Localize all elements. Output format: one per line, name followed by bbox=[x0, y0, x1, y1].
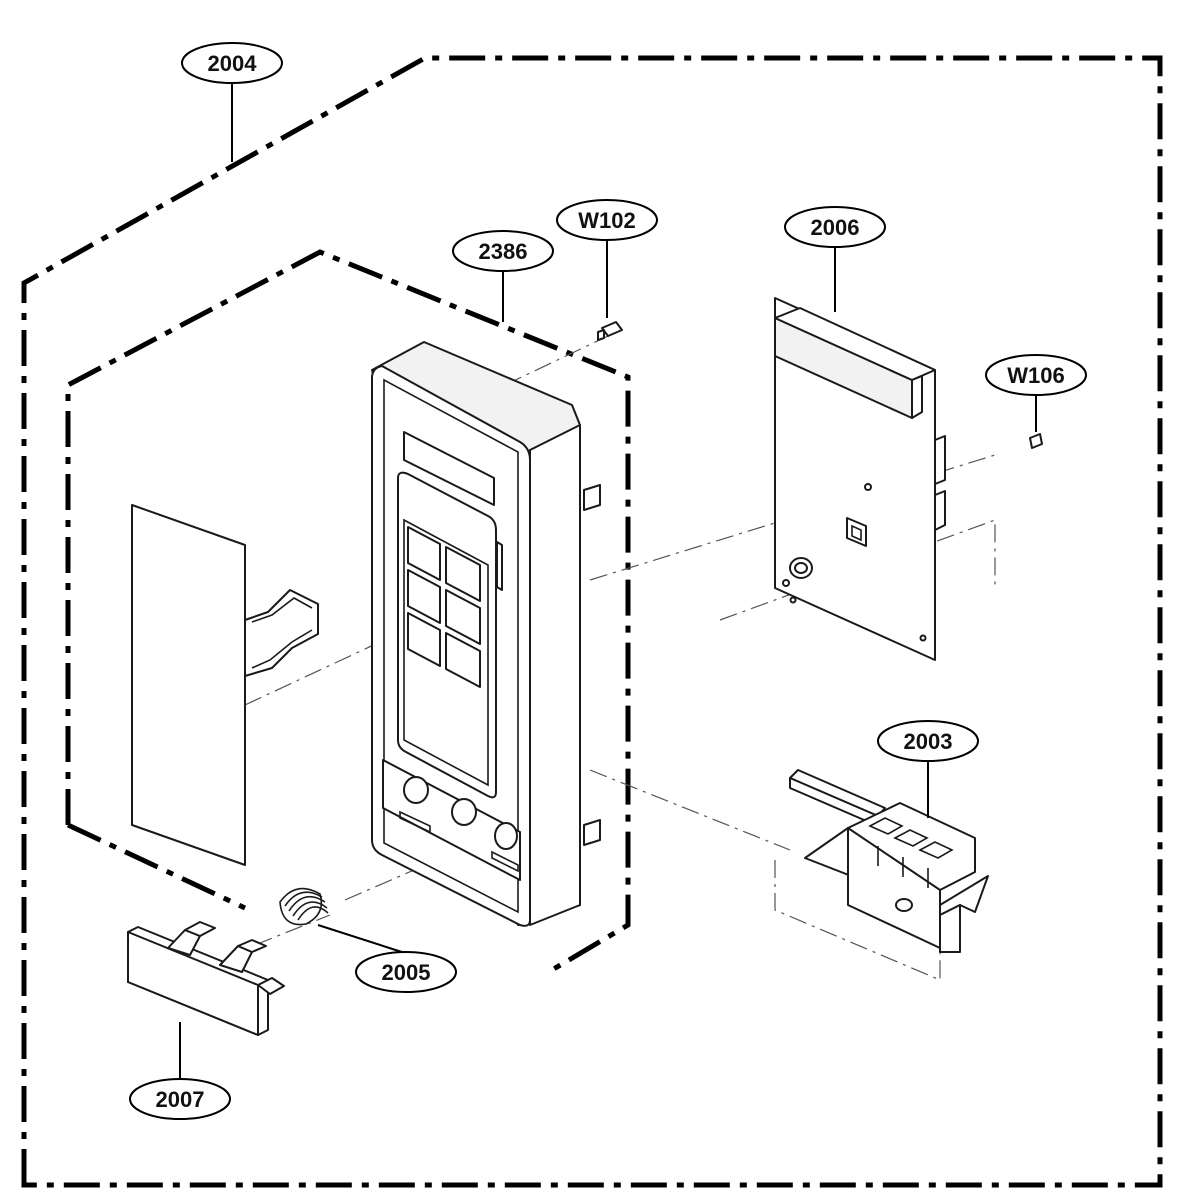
inner-assembly-boundary-bottom bbox=[66, 822, 247, 911]
screw-w106 bbox=[1029, 433, 1043, 449]
svg-text:2004: 2004 bbox=[208, 51, 258, 76]
control-panel-housing bbox=[371, 341, 601, 927]
callout-w106: W106 bbox=[985, 354, 1087, 396]
screw-w102 bbox=[597, 321, 623, 341]
callout-2007: 2007 bbox=[129, 1078, 231, 1120]
callout-2005: 2005 bbox=[355, 951, 457, 993]
svg-text:2003: 2003 bbox=[904, 729, 953, 754]
callout-2004: 2004 bbox=[181, 42, 283, 84]
callout-2006: 2006 bbox=[784, 206, 886, 248]
callout-2386: 2386 bbox=[452, 230, 554, 272]
push-button-2007 bbox=[127, 921, 285, 1036]
door-latch-2003 bbox=[789, 769, 989, 953]
svg-text:2386: 2386 bbox=[479, 239, 528, 264]
svg-text:2006: 2006 bbox=[811, 215, 860, 240]
outer-assembly-boundary bbox=[21, 55, 1163, 1188]
callout-w102: W102 bbox=[556, 199, 658, 241]
svg-text:W106: W106 bbox=[1007, 363, 1064, 388]
keypad-button-grid bbox=[407, 526, 481, 688]
pcb-board-2006 bbox=[774, 297, 946, 661]
svg-text:2007: 2007 bbox=[156, 1087, 205, 1112]
svg-text:W102: W102 bbox=[578, 208, 635, 233]
push-button-holes bbox=[399, 776, 519, 873]
membrane-keypad-sheet bbox=[131, 504, 319, 866]
callout-2003: 2003 bbox=[877, 720, 979, 762]
inner-assembly-boundary bbox=[65, 249, 631, 973]
svg-text:2005: 2005 bbox=[382, 960, 431, 985]
spring-2005 bbox=[279, 887, 329, 926]
callout-leaders bbox=[179, 82, 1037, 1078]
